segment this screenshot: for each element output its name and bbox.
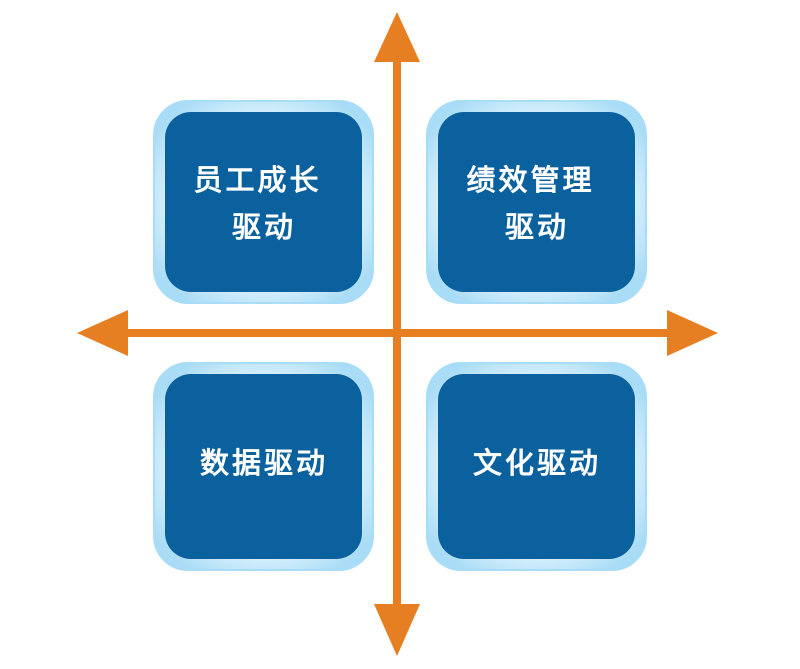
quadrant-top-left: 员工成长 驱动 — [153, 100, 374, 304]
tile-bottom-right — [438, 374, 635, 559]
quadrant-bottom-left: 数据驱动 — [153, 362, 374, 571]
svg-text:文化驱动: 文化驱动 — [473, 446, 601, 480]
arrow-left-icon — [77, 310, 128, 356]
arrow-right-icon — [667, 310, 718, 356]
quadrant-top-right: 绩效管理 驱动 — [426, 100, 647, 304]
label-top-right-line-1: 绩效管理 — [466, 163, 594, 197]
label-top-right-line-2: 驱动 — [505, 210, 569, 244]
svg-text:数据驱动: 数据驱动 — [200, 446, 328, 480]
arrow-up-icon — [374, 12, 420, 62]
svg-text:绩效管理 驱动: 绩效管理 驱动 — [466, 163, 607, 244]
tile-top-left — [165, 112, 362, 292]
arrow-down-icon — [374, 604, 420, 656]
svg-text:员工成长 驱动: 员工成长 驱动 — [193, 163, 334, 244]
tile-top-right — [438, 112, 635, 292]
label-top-left-line-2: 驱动 — [232, 210, 296, 244]
tile-bottom-left — [165, 374, 362, 559]
label-top-left-line-1: 员工成长 — [193, 163, 321, 197]
label-bottom-right-line-1: 文化驱动 — [473, 446, 601, 480]
quadrant-bottom-right: 文化驱动 — [426, 362, 647, 571]
horizontal-axis — [108, 329, 688, 337]
axes — [77, 12, 718, 656]
label-bottom-left-line-1: 数据驱动 — [200, 446, 328, 480]
